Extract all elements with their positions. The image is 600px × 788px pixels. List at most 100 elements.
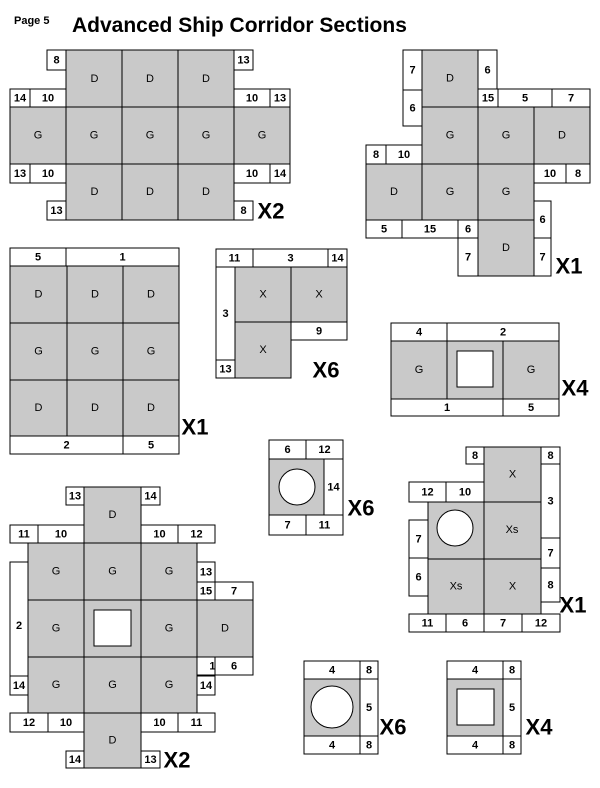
side-label: 8 (366, 740, 372, 752)
side-label: 6 (409, 103, 415, 115)
side-label: 13 (200, 567, 212, 579)
side-label: 10 (42, 93, 54, 105)
cell-letter: G (108, 566, 117, 578)
side-label: 1 (444, 402, 450, 414)
cell-letter: D (146, 186, 154, 198)
side-label: 3 (547, 496, 553, 508)
grey-cell (122, 322, 180, 381)
grey-cell (9, 379, 68, 437)
multiplier-label: X1 (560, 593, 587, 618)
cell-letter: X (315, 289, 323, 301)
cell-letter: G (527, 364, 536, 376)
side-label: 10 (42, 168, 54, 180)
side-label: 6 (462, 618, 468, 630)
cell-letter: G (165, 566, 174, 578)
multiplier-label: X4 (526, 715, 554, 740)
hatch-circle (436, 509, 474, 547)
side-label: 10 (153, 717, 165, 729)
grey-cell (390, 340, 448, 400)
grey-cell (121, 163, 179, 221)
cell-letter: G (446, 186, 455, 198)
side-label: 11 (18, 529, 30, 541)
side-label: 14 (274, 168, 287, 180)
side-label: 4 (472, 665, 479, 677)
side-label: 5 (366, 702, 372, 714)
cell-letter: X (259, 289, 267, 301)
side-label: 12 (318, 444, 330, 456)
cell-letter: G (34, 346, 43, 358)
cell-letter: D (202, 186, 210, 198)
cell-letter: D (390, 186, 398, 198)
hatch-square (456, 688, 495, 726)
side-label: 15 (482, 93, 494, 105)
side-label: 7 (284, 520, 290, 532)
cell-letter: G (202, 130, 211, 142)
side-label: 7 (415, 534, 421, 546)
side-label: 7 (568, 93, 574, 105)
hatch-circle (310, 685, 354, 729)
side-label: 10 (246, 168, 258, 180)
cell-letter: D (558, 130, 566, 142)
side-label: 11 (229, 253, 241, 265)
cell-letter: D (91, 73, 99, 85)
multiplier-label: X4 (562, 376, 590, 401)
side-box (359, 735, 379, 755)
hatch-square (456, 350, 494, 388)
cell-letter: D (146, 73, 154, 85)
cell-letter: D (446, 73, 454, 85)
grey-cell (66, 379, 124, 437)
cell-letter: D (91, 289, 99, 301)
side-label: 8 (53, 55, 59, 67)
grey-cell (83, 656, 142, 714)
cell-letter: G (165, 623, 174, 635)
side-label: 14 (327, 482, 340, 494)
grey-cell (121, 49, 179, 109)
cell-letter: G (446, 130, 455, 142)
grey-cell (9, 106, 67, 165)
side-label: 13 (50, 205, 62, 217)
grey-cell (83, 712, 142, 769)
multiplier-label: X6 (313, 358, 340, 383)
side-label: 6 (415, 572, 421, 584)
grey-cell (196, 599, 254, 658)
grey-cell (83, 542, 142, 601)
side-label: 5 (148, 440, 154, 452)
side-label: 15 (200, 586, 212, 598)
cell-letter: D (221, 623, 229, 635)
side-label: 10 (246, 93, 258, 105)
cell-letter: Xs (450, 581, 463, 593)
grey-cell (140, 656, 198, 714)
multiplier-label: X6 (380, 715, 407, 740)
side-label: 7 (500, 618, 506, 630)
multiplier-label: X2 (258, 199, 285, 224)
side-label: 1 (119, 252, 125, 264)
grey-cell (483, 446, 542, 503)
grey-cell (365, 163, 423, 221)
multiplier-label: X2 (164, 748, 191, 773)
side-label: 14 (69, 754, 82, 766)
cell-letter: G (52, 566, 61, 578)
side-label: 11 (319, 520, 331, 532)
grey-cell (27, 599, 85, 658)
multiplier-label: X1 (182, 415, 209, 440)
cell-letter: X (259, 344, 267, 356)
multiplier-label: X6 (348, 496, 375, 521)
grey-cell (122, 379, 180, 437)
side-label: 4 (329, 665, 336, 677)
grey-cell (27, 542, 85, 601)
grey-cell (122, 265, 180, 324)
side-label: 9 (316, 326, 322, 338)
side-label: 6 (484, 65, 490, 77)
cell-letter: D (147, 402, 155, 414)
side-label: 6 (231, 661, 237, 673)
side-label: 10 (153, 529, 165, 541)
grey-cell (427, 558, 485, 615)
side-label: 8 (547, 580, 553, 592)
